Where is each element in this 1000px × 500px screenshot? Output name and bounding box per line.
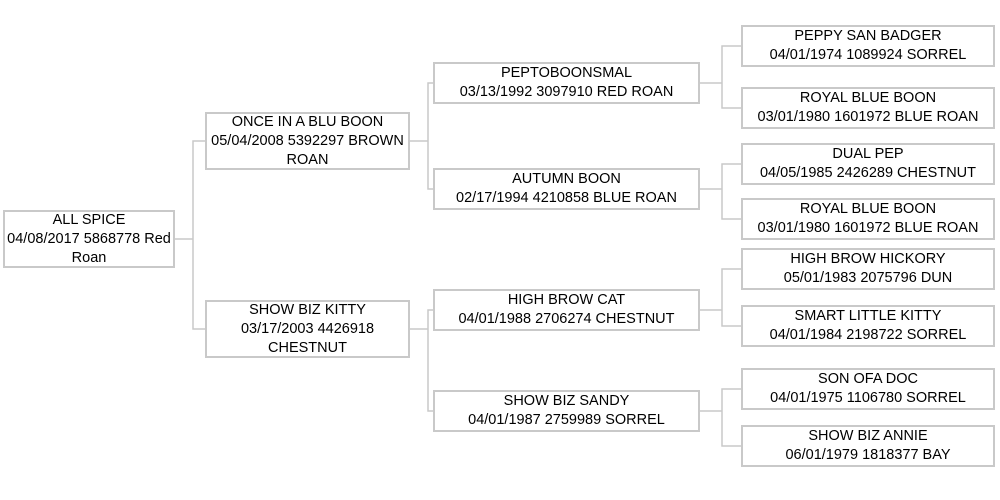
pedigree-node-grandparent-1: PEPTOBOONSMAL 03/13/1992 3097910 RED ROA… <box>433 62 700 104</box>
horse-name: AUTUMN BOON <box>512 171 621 187</box>
horse-name: HIGH BROW CAT <box>507 292 626 308</box>
pedigree-node-great-grandparent-4: ROYAL BLUE BOON 03/01/1980 1601972 BLUE … <box>741 198 995 240</box>
horse-details: 04/01/1975 1106780 SORREL <box>770 390 966 406</box>
pedigree-node-great-grandparent-2: ROYAL BLUE BOON 03/01/1980 1601972 BLUE … <box>741 87 995 129</box>
horse-name: HIGH BROW HICKORY <box>790 251 946 267</box>
pedigree-node-great-grandparent-3: DUAL PEP 04/05/1985 2426289 CHESTNUT <box>741 143 995 185</box>
horse-name: SHOW BIZ ANNIE <box>808 428 928 444</box>
pedigree-node-dam: SHOW BIZ KITTY 03/17/2003 4426918 CHESTN… <box>205 300 410 358</box>
horse-details: 04/01/1984 2198722 SORREL <box>769 327 967 343</box>
horse-details: 06/01/1979 1818377 BAY <box>785 447 951 463</box>
horse-name: ROYAL BLUE BOON <box>799 90 937 106</box>
horse-details: 04/01/1987 2759989 SORREL <box>468 412 665 428</box>
pedigree-node-great-grandparent-5: HIGH BROW HICKORY 05/01/1983 2075796 DUN <box>741 248 995 290</box>
horse-details: 02/17/1994 4210858 BLUE ROAN <box>456 190 677 206</box>
pedigree-node-grandparent-4: SHOW BIZ SANDY 04/01/1987 2759989 SORREL <box>433 390 700 432</box>
horse-name: PEPTOBOONSMAL <box>500 65 633 81</box>
horse-name: SMART LITTLE KITTY <box>794 308 942 324</box>
horse-details: 05/04/2008 5392297 BROWN ROAN <box>211 132 404 168</box>
horse-name: ROYAL BLUE BOON <box>799 201 937 217</box>
pedigree-node-great-grandparent-1: PEPPY SAN BADGER 04/01/1974 1089924 SORR… <box>741 25 995 67</box>
horse-details: 04/05/1985 2426289 CHESTNUT <box>759 165 977 181</box>
horse-name: ONCE IN A BLU BOON <box>231 113 384 130</box>
pedigree-node-sire: ONCE IN A BLU BOON 05/04/2008 5392297 BR… <box>205 112 410 170</box>
pedigree-node-grandparent-2: AUTUMN BOON 02/17/1994 4210858 BLUE ROAN <box>433 168 700 210</box>
horse-name: ALL SPICE <box>52 211 126 228</box>
horse-details: 03/01/1980 1601972 BLUE ROAN <box>757 220 979 236</box>
horse-name: PEPPY SAN BADGER <box>794 28 942 44</box>
pedigree-node-great-grandparent-7: SON OFA DOC 04/01/1975 1106780 SORREL <box>741 368 995 410</box>
horse-details: 03/13/1992 3097910 RED ROAN <box>459 84 674 100</box>
pedigree-node-great-grandparent-6: SMART LITTLE KITTY 04/01/1984 2198722 SO… <box>741 305 995 347</box>
horse-details: 04/01/1974 1089924 SORREL <box>769 47 967 63</box>
pedigree-node-subject: ALL SPICE 04/08/2017 5868778 Red Roan <box>3 210 175 268</box>
horse-details: 05/01/1983 2075796 DUN <box>783 270 953 286</box>
horse-name: SHOW BIZ SANDY <box>503 393 630 409</box>
horse-name: DUAL PEP <box>832 146 904 162</box>
horse-details: 04/08/2017 5868778 Red Roan <box>7 230 171 266</box>
pedigree-node-great-grandparent-8: SHOW BIZ ANNIE 06/01/1979 1818377 BAY <box>741 425 995 467</box>
horse-name: SON OFA DOC <box>818 371 918 387</box>
horse-details: 04/01/1988 2706274 CHESTNUT <box>458 311 675 327</box>
horse-details: 03/17/2003 4426918 CHESTNUT <box>240 320 375 356</box>
pedigree-node-grandparent-3: HIGH BROW CAT 04/01/1988 2706274 CHESTNU… <box>433 289 700 331</box>
horse-name: SHOW BIZ KITTY <box>249 301 366 318</box>
horse-details: 03/01/1980 1601972 BLUE ROAN <box>757 109 979 125</box>
